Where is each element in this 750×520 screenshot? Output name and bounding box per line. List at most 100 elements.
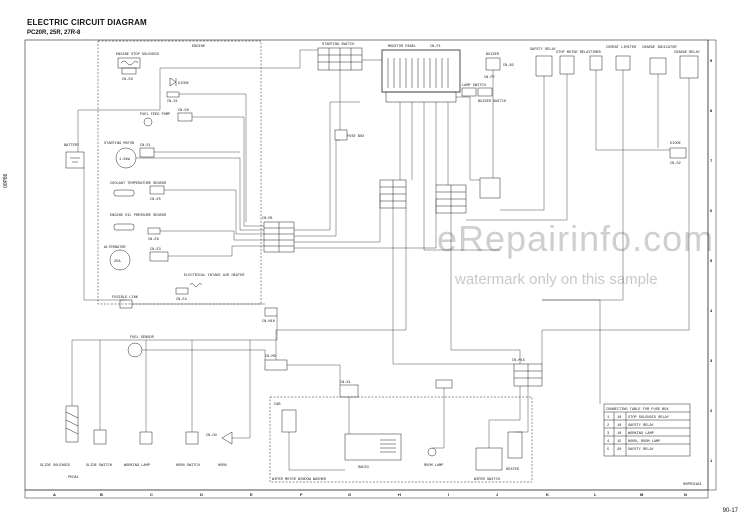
cab-box <box>269 396 533 483</box>
radio-grille <box>380 439 396 453</box>
frame-number-7: 7 <box>710 158 713 163</box>
connector-d1 <box>166 91 180 98</box>
label-buzzer-switch: BUZZER SWITCH <box>478 100 506 104</box>
intake-heater-symbol <box>189 283 203 287</box>
label-diode: DIODE <box>178 82 189 86</box>
fuse-row-2-load: SAFETY RELAY <box>628 424 655 428</box>
frame-number-3: 3 <box>710 358 713 363</box>
battery-symbol <box>65 151 85 169</box>
watermark-main: eRepairinfo.com <box>437 218 715 259</box>
fuse-table-grid <box>604 411 690 456</box>
fuse-row-4-no: 4 <box>607 440 609 444</box>
fuse-row-1-amp: 10 <box>617 416 621 420</box>
frame-number-4: 4 <box>710 308 713 313</box>
fuse-row-4-load: HORN, ROOM LAMP <box>628 440 660 444</box>
connector-m1-pins <box>264 222 294 252</box>
wiring <box>71 49 690 471</box>
lamp-switch-symbol <box>461 87 477 97</box>
label-cn-k1: CN-K1 <box>340 381 351 385</box>
label-motor-rating: 1.9kW <box>119 157 131 162</box>
label-cn-e1: CN-E1 <box>140 144 151 148</box>
label-lamp-switch: LAMP SWITCH <box>462 84 486 88</box>
label-cn-d2: CN-D2 <box>670 162 681 166</box>
label-wiper-motor: WIPER MOTOR WINDOW WASHER <box>272 478 327 482</box>
frame-letter-h: H <box>398 492 401 497</box>
label-room-lamp: ROOM LAMP <box>424 464 443 468</box>
label-engine-stop-solenoid: ENGINE STOP SOLENOID <box>116 53 159 57</box>
label-alt-rating: 25A <box>114 260 121 264</box>
fuse-row-5-load: SAFETY RELAY <box>628 448 655 452</box>
frame-number-2: 2 <box>710 408 713 413</box>
label-cn-p1: CN-P1 <box>430 45 441 49</box>
label-oil-sensor: ENGINE OIL PRESSURE SENSOR <box>110 214 167 218</box>
label-slide-switch: SLIDE SWITCH <box>86 464 112 468</box>
frame-letter-i: I <box>448 492 449 497</box>
label-fuse-box: FUSE BOX <box>347 135 365 139</box>
connector-d2 <box>669 147 687 159</box>
label-intake-heater: ELECTRICAL INTAKE AIR HEATER <box>184 274 245 278</box>
frame-letter-m: M <box>640 492 644 497</box>
label-cn-e6: CN-E6 <box>148 238 159 242</box>
label-cn-e8: CN-E8 <box>178 109 189 113</box>
label-alternator: ALTERNATOR <box>104 246 126 250</box>
label-cn-e3: CN-E3 <box>150 248 161 252</box>
label-cn-m15: CN-M15 <box>512 359 525 363</box>
label-stop-motor-relay: STOP MOTOR RELAY <box>556 51 591 55</box>
frame-letter-f: F <box>300 492 303 497</box>
frame-letter-a: A <box>53 492 56 497</box>
connector-block-c <box>479 177 501 199</box>
frame-bottom-strip <box>24 489 709 499</box>
label-heater: HEATER <box>506 468 520 472</box>
label-cn-h4: CN-H4 <box>206 434 217 438</box>
frame-letter-b: B <box>100 492 103 497</box>
label-fuel-sensor: FUEL SENSOR <box>130 336 155 340</box>
frame-number-5: 5 <box>710 258 713 263</box>
frame-letter-j: J <box>496 492 498 497</box>
solenoid-coil <box>120 60 139 66</box>
label-cn-m10: CN-M10 <box>262 320 275 324</box>
fuse-row-3-amp: 10 <box>617 432 621 436</box>
slide-solenoid-coil <box>65 411 79 435</box>
connector-m15-pins <box>514 364 542 386</box>
frame-right-strip <box>707 39 717 491</box>
fuse-box-symbol <box>334 129 348 141</box>
label-cn-e5: CN-E5 <box>150 198 161 202</box>
fuse-table-title: CONNECTING TABLE FOR FUSE BOX <box>606 408 669 412</box>
fuse-row-1-load: STOP SOLENOID RELAY <box>628 416 670 420</box>
page-number: 90-17 <box>722 508 738 514</box>
fuse-row-2-no: 2 <box>607 424 609 428</box>
frame-numbers: 9 8 7 6 5 4 3 2 1 <box>710 58 713 463</box>
connector-e4 <box>175 287 189 295</box>
frame-number-8: 8 <box>710 108 713 113</box>
label-cn-e9: CN-E9 <box>122 78 133 82</box>
label-horn: HORN <box>218 464 227 468</box>
frame-number-6: 6 <box>710 208 713 213</box>
fuse-table-frame <box>603 403 691 457</box>
label-horn-switch: HORN SWITCH <box>176 464 200 468</box>
fuse-row-2-amp: 10 <box>617 424 621 428</box>
frame-letter-c: C <box>150 492 153 497</box>
label-pedal: PEDAL <box>68 476 79 480</box>
frame-number-1: 1 <box>710 458 713 463</box>
label-cn-d1: CN-D1 <box>167 100 178 104</box>
label-engine: ENGINE <box>192 45 205 49</box>
label-cn-b2: CN-B2 <box>503 64 514 68</box>
label-cab: CAB <box>274 403 281 407</box>
label-radio: RADIO <box>358 466 369 470</box>
connector-block-a-pins <box>380 180 406 208</box>
label-starting-motor: STARTING MOTOR <box>104 142 135 146</box>
diode-symbol <box>169 77 177 87</box>
fuse-table-rows: 1 10 STOP SOLENOID RELAY 2 10 SAFETY REL… <box>607 416 670 452</box>
radio-symbol <box>344 433 402 461</box>
connector-m10 <box>264 307 278 317</box>
label-current-limiter: CURENT LIMITER <box>606 46 637 50</box>
drawing-number: 99PE0181 <box>683 481 702 486</box>
page-title: ELECTRIC CIRCUIT DIAGRAM <box>27 18 147 27</box>
label-slide-solenoid: SLIDE SOLENOID <box>40 464 70 468</box>
page-subtitle: PC20R, 25R, 27R-8 <box>27 30 81 36</box>
buzzer-switch-symbol <box>477 87 493 97</box>
battery-plates <box>70 157 80 163</box>
label-cn-m2: CN-M2 <box>265 355 276 359</box>
